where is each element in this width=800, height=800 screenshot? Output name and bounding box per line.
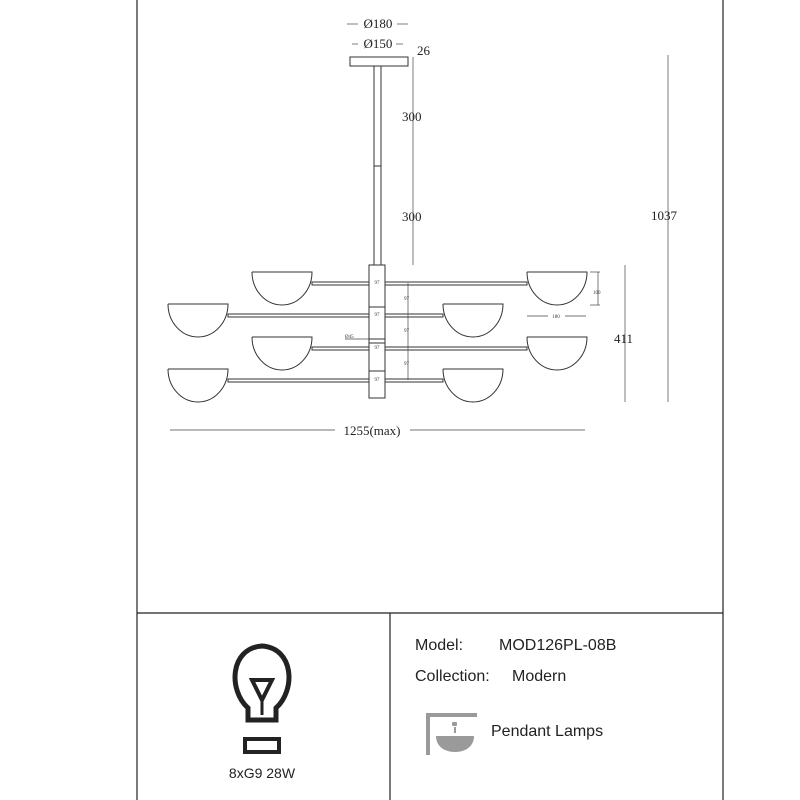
dim-arm-spacing: 97	[375, 378, 381, 383]
dim-arm-spacing: 97	[404, 329, 410, 334]
dim-body-height: 411	[614, 331, 633, 346]
dim-arm-spacing: 97	[375, 281, 381, 286]
dim-arm-spacing: 97	[404, 297, 410, 302]
lamp-arm	[311, 281, 370, 286]
lamp-shade	[167, 368, 229, 403]
lamp-arm	[384, 346, 528, 351]
bulb-spec: 8xG9 28W	[228, 765, 296, 781]
model-label: Model:	[415, 637, 464, 654]
dim-max-width: 1255(max)	[343, 423, 400, 438]
dim-total-height: 1037	[651, 208, 678, 223]
lamp-shade	[442, 303, 504, 338]
collection-value: Modern	[512, 668, 567, 685]
column	[368, 264, 386, 399]
lamp-shade	[526, 336, 588, 371]
dim-rod-2: 300	[402, 209, 422, 224]
pendant-lamp-icon	[426, 713, 477, 755]
lamp-shade	[526, 271, 588, 306]
lamp-arm	[227, 313, 370, 318]
lamp-arm	[384, 313, 444, 318]
light-bulb-icon	[232, 643, 292, 754]
lamp-shade	[167, 303, 229, 338]
lamp-arm	[384, 281, 528, 286]
dim-column-diameter: Ø45	[345, 335, 354, 340]
dim-arm-spacing: 97	[375, 313, 381, 318]
canopy	[349, 56, 409, 67]
lamp-shade	[251, 271, 313, 306]
dim-canopy-inner: Ø150	[364, 36, 393, 51]
lamp-shade	[442, 368, 504, 403]
dim-rod-1: 300	[402, 109, 422, 124]
dim-canopy-outer: Ø180	[364, 16, 393, 31]
lamp-drawing	[167, 56, 588, 403]
dim-shade-height: 100	[593, 291, 601, 296]
category-label: Pendant Lamps	[491, 723, 604, 740]
frame	[136, 0, 724, 800]
dimension-lines	[170, 23, 669, 431]
dim-arm-spacing: 97	[375, 346, 381, 351]
lamp-arm	[384, 378, 444, 383]
lamp-shade	[251, 336, 313, 371]
dim-arm-spacing: 97	[404, 362, 410, 367]
model-value: MOD126PL-08B	[499, 637, 617, 654]
collection-label: Collection:	[415, 668, 490, 685]
lamp-arm	[311, 346, 370, 351]
dim-shade-width: 180	[552, 315, 560, 320]
lamp-arm	[227, 378, 370, 383]
dim-canopy-height: 26	[417, 43, 431, 58]
